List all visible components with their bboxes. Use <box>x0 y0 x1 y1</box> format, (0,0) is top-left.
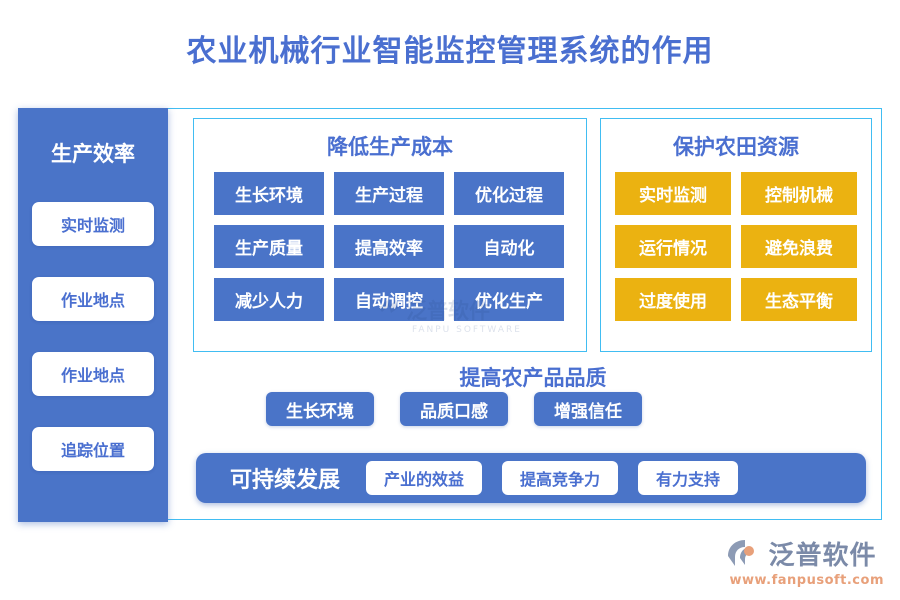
sustainable-chip-1[interactable]: 提高竞争力 <box>502 461 619 495</box>
resource-cell-0[interactable]: 实时监测 <box>615 172 731 215</box>
cost-cell-8[interactable]: 优化生产 <box>454 278 564 321</box>
fanpu-logo-icon <box>727 538 761 570</box>
sustainable-development-bar: 可持续发展 产业的效益 提高竞争力 有力支持 <box>196 453 866 503</box>
resource-cell-5[interactable]: 生态平衡 <box>741 278 857 321</box>
farmland-resource-panel-title: 保护农田资源 <box>673 135 799 159</box>
farmland-resource-panel: 保护农田资源 实时监测 控制机械 运行情况 避免浪费 过度使用 生态平衡 <box>600 118 872 352</box>
farmland-resource-grid: 实时监测 控制机械 运行情况 避免浪费 过度使用 生态平衡 <box>615 172 857 321</box>
cost-cell-2[interactable]: 优化过程 <box>454 172 564 215</box>
quality-chip-2[interactable]: 增强信任 <box>534 392 642 426</box>
cost-cell-3[interactable]: 生产质量 <box>214 225 324 268</box>
sidebar-title: 生产效率 <box>51 142 135 166</box>
sustainable-development-label: 可持续发展 <box>230 468 341 493</box>
sustainable-chip-0[interactable]: 产业的效益 <box>366 461 483 495</box>
sidebar: 生产效率 实时监测 作业地点 作业地点 追踪位置 <box>18 108 168 522</box>
resource-cell-3[interactable]: 避免浪费 <box>741 225 857 268</box>
quality-section-title: 提高农产品品质 <box>459 366 607 390</box>
cost-reduction-panel-title: 降低生产成本 <box>327 135 453 159</box>
page-title: 农业机械行业智能监控管理系统的作用 <box>186 34 714 69</box>
cost-cell-5[interactable]: 自动化 <box>454 225 564 268</box>
sidebar-item-0[interactable]: 实时监测 <box>32 202 154 246</box>
cost-cell-4[interactable]: 提高效率 <box>334 225 444 268</box>
quality-chip-0[interactable]: 生长环境 <box>266 392 374 426</box>
brand-row: 泛普软件 <box>727 535 876 572</box>
quality-chip-1[interactable]: 品质口感 <box>400 392 508 426</box>
cost-reduction-grid: 生长环境 生产过程 优化过程 生产质量 提高效率 自动化 减少人力 自动调控 优… <box>214 172 566 321</box>
sustainable-chip-2[interactable]: 有力支持 <box>638 461 739 495</box>
sidebar-item-1[interactable]: 作业地点 <box>32 277 154 321</box>
cost-cell-7[interactable]: 自动调控 <box>334 278 444 321</box>
cost-reduction-panel: 降低生产成本 生长环境 生产过程 优化过程 生产质量 提高效率 自动化 减少人力… <box>193 118 587 352</box>
cost-cell-0[interactable]: 生长环境 <box>214 172 324 215</box>
cost-cell-1[interactable]: 生产过程 <box>334 172 444 215</box>
brand-logo: 泛普软件 www.fanpusoft.com <box>727 535 884 588</box>
resource-cell-1[interactable]: 控制机械 <box>741 172 857 215</box>
sidebar-item-2[interactable]: 作业地点 <box>32 352 154 396</box>
quality-chip-row: 生长环境 品质口感 增强信任 <box>266 392 642 426</box>
brand-name: 泛普软件 <box>768 541 877 571</box>
brand-url: www.fanpusoft.com <box>729 573 884 588</box>
sidebar-item-3[interactable]: 追踪位置 <box>32 427 154 471</box>
cost-cell-6[interactable]: 减少人力 <box>214 278 324 321</box>
resource-cell-4[interactable]: 过度使用 <box>615 278 731 321</box>
resource-cell-2[interactable]: 运行情况 <box>615 225 731 268</box>
